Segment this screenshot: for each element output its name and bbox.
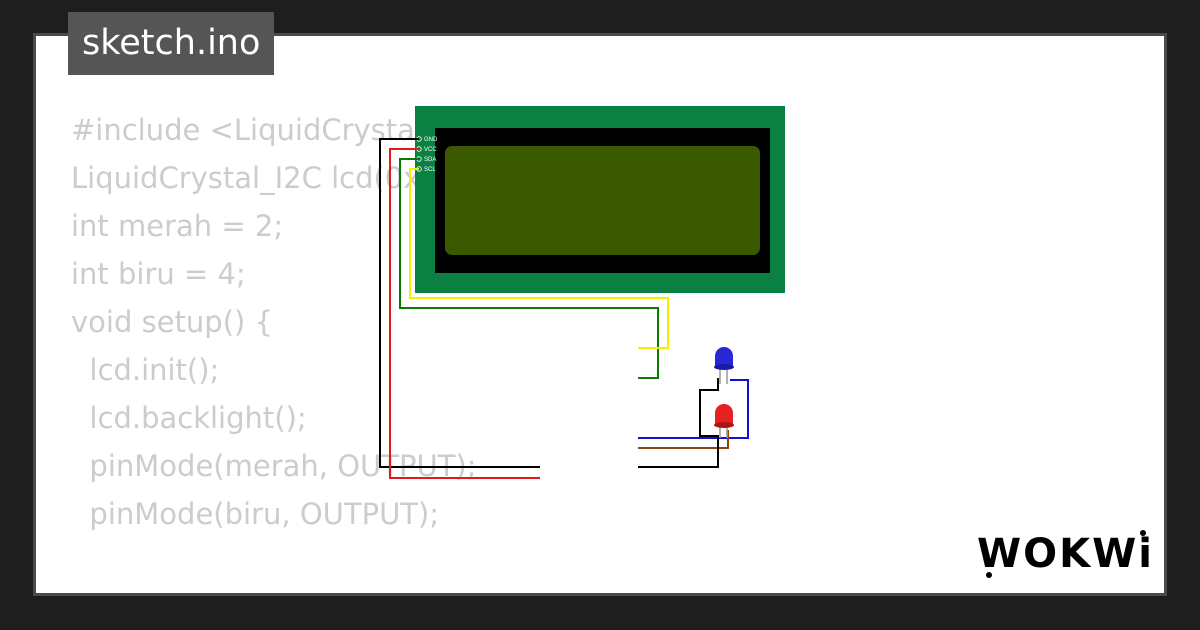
blue-led-body: [715, 347, 733, 368]
lcd-pin-label-gnd: GND: [424, 137, 438, 143]
wire-vcc[interactable]: [389, 148, 540, 479]
wire-gnd[interactable]: [379, 138, 540, 468]
red-led[interactable]: [714, 404, 734, 438]
logo-dot: [986, 572, 992, 578]
red-led-body: [715, 404, 733, 426]
blue-led[interactable]: [714, 347, 734, 384]
lcd-pin-label-scl: SCL: [424, 167, 436, 173]
wire-brown[interactable]: [638, 430, 729, 449]
code-line: int biru = 4;: [71, 257, 246, 291]
blue-led-base: [714, 364, 734, 370]
lcd-pin-label-sda: SDA: [424, 157, 436, 163]
code-line: void setup() {: [71, 305, 273, 339]
wire-scl[interactable]: [409, 168, 669, 349]
wokwi-logo: WOKWi: [977, 530, 1154, 578]
wire-gnd-leds[interactable]: [638, 378, 719, 468]
logo-dot: [1140, 530, 1146, 536]
lcd-module[interactable]: GND VCC SDA SCL: [415, 106, 785, 293]
code-line: lcd.backlight();: [71, 401, 307, 435]
lcd-screen: [445, 146, 760, 255]
red-led-base: [714, 422, 734, 428]
code-line: pinMode(biru, OUTPUT);: [71, 497, 440, 531]
file-tab[interactable]: sketch.ino: [68, 12, 275, 75]
code-line: lcd.init();: [71, 353, 220, 387]
wokwi-logo-text: WOKWi: [977, 531, 1154, 577]
lcd-pin-label-vcc: VCC: [424, 147, 437, 153]
code-line: int merah = 2;: [71, 209, 284, 243]
wire-sda[interactable]: [399, 158, 659, 379]
wire-blue-led[interactable]: [638, 379, 749, 439]
